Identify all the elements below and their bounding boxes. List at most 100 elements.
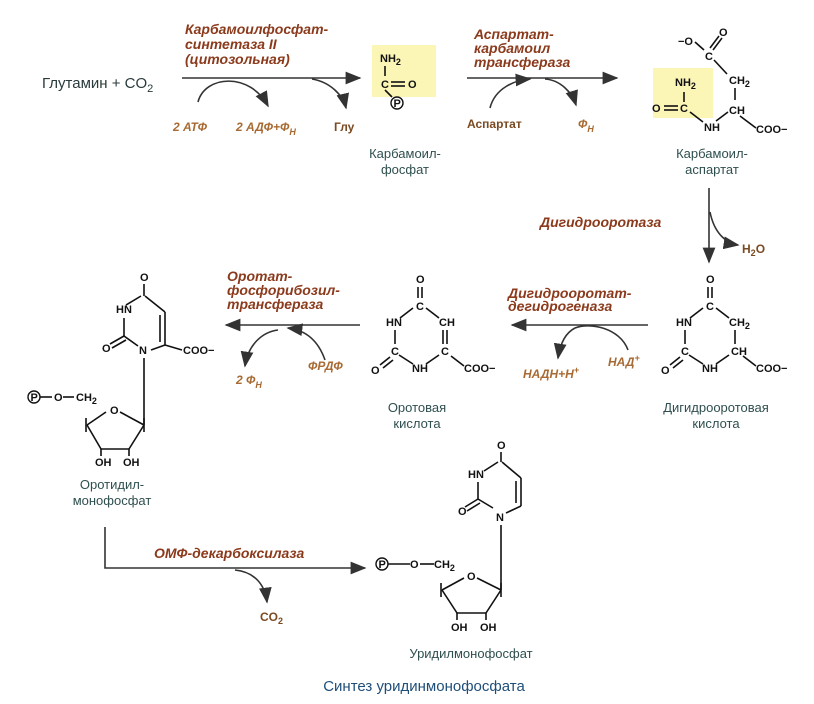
svg-text:C: C <box>681 346 689 358</box>
svg-text:O: O <box>410 559 419 571</box>
enzyme-dihydroorotase: Дигидрооротаза <box>539 214 661 230</box>
cofactor-arrow-nad <box>553 325 629 360</box>
product-label-line1: Оротидил- <box>80 477 144 492</box>
svg-text:C: C <box>441 346 449 358</box>
svg-text:COO−: COO− <box>183 345 214 357</box>
product-label-line1: Дигидрооротовая <box>663 400 769 415</box>
svg-text:OH: OH <box>123 457 140 469</box>
substrate-glutamine-co2: Глутамин + CO2 <box>42 75 153 95</box>
svg-text:O: O <box>652 103 661 115</box>
svg-text:HN: HN <box>676 317 692 329</box>
svg-text:C: C <box>705 51 713 63</box>
product-label-line2: монофосфат <box>73 493 152 508</box>
highlight-box <box>372 45 436 97</box>
svg-text:CH: CH <box>731 346 747 358</box>
svg-text:HN: HN <box>386 317 402 329</box>
svg-text:P: P <box>394 98 401 110</box>
cofactor-arrow-atp <box>197 80 269 108</box>
svg-text:O: O <box>416 274 425 286</box>
svg-text:N: N <box>139 345 147 357</box>
svg-text:O: O <box>706 274 715 286</box>
glutamine-co2-label: Глутамин + CO2 <box>42 75 153 95</box>
product-label-line2: кислота <box>692 416 740 431</box>
cofactor-prpp: ФРДФ <box>308 359 343 373</box>
cofactor-glu: Глу <box>334 120 355 134</box>
enzyme-label-line2: карбамоил <box>474 40 551 56</box>
enzyme-cps2: Карбамоилфосфат- синтетаза II (цитозольн… <box>185 21 329 67</box>
svg-text:O: O <box>54 392 63 404</box>
product-label-line2: фосфат <box>381 162 429 177</box>
svg-text:OH: OH <box>451 622 468 634</box>
svg-text:−O: −O <box>678 36 693 48</box>
svg-text:CH: CH <box>439 317 455 329</box>
svg-text:HN: HN <box>116 304 132 316</box>
product-label-line1: Карбамоил- <box>369 146 441 161</box>
cofactor-h2o: H2O <box>742 242 765 258</box>
enzyme-label-line2: дегидрогеназа <box>508 298 613 314</box>
svg-text:NH: NH <box>412 363 428 375</box>
svg-text:O: O <box>110 405 119 417</box>
svg-text:C: C <box>416 301 424 313</box>
svg-text:NH: NH <box>704 122 720 134</box>
enzyme-atcase: Аспартат- карбамоил трансфераза <box>473 26 570 70</box>
cofactor-atp: 2 АТФ <box>172 120 208 134</box>
enzyme-label-line1: Оротат- <box>227 268 293 284</box>
svg-text:O: O <box>408 79 417 91</box>
cofactor-arrow-2pi <box>240 329 279 368</box>
svg-text:O: O <box>102 343 111 355</box>
svg-text:CH: CH <box>729 105 745 117</box>
highlight-box <box>653 68 713 118</box>
svg-text:CH2: CH2 <box>76 392 97 406</box>
cofactor-arrow-glu <box>311 78 349 110</box>
cofactor-arrow-h2o <box>709 211 740 250</box>
svg-text:COO−: COO− <box>464 363 495 375</box>
svg-text:COO−: COO− <box>756 124 787 136</box>
product-label-ump: Уридилмонофосфат <box>409 646 532 661</box>
svg-text:CH2: CH2 <box>434 559 455 573</box>
cofactor-arrow-aspartate <box>489 73 532 109</box>
svg-text:C: C <box>680 103 688 115</box>
svg-text:O: O <box>661 365 670 377</box>
molecule-omp: O HN O N COO− P O CH2 O OH OH <box>27 272 214 469</box>
cofactor-arrow-prpp <box>286 323 326 361</box>
svg-text:P: P <box>31 392 38 404</box>
enzyme-label-line3: трансфераза <box>227 296 323 312</box>
phosphate-icon <box>390 96 404 110</box>
svg-text:C: C <box>391 346 399 358</box>
cofactor-co2: CO2 <box>260 610 283 626</box>
enzyme-label-line2: фосфорибозил- <box>227 282 340 298</box>
cofactor-nad: НАД+ <box>608 353 640 369</box>
svg-text:NH2: NH2 <box>380 53 401 67</box>
svg-text:OH: OH <box>95 457 112 469</box>
cofactor-aspartate: Аспартат <box>467 117 522 131</box>
svg-text:CH2: CH2 <box>729 75 750 89</box>
svg-text:O: O <box>140 272 149 284</box>
svg-text:N: N <box>496 512 504 524</box>
svg-text:O: O <box>497 440 506 452</box>
cofactor-pi: ФН <box>578 117 594 134</box>
figure-caption: Синтез уридинмонофосфата <box>323 678 525 695</box>
svg-text:O: O <box>458 506 467 518</box>
svg-text:O: O <box>467 571 476 583</box>
enzyme-label-line2: синтетаза II <box>185 36 278 52</box>
cofactor-2pi: 2 ФН <box>235 373 262 390</box>
cofactor-arrow-pi <box>544 78 578 107</box>
svg-text:C: C <box>706 301 714 313</box>
enzyme-label-line1: Аспартат- <box>473 26 554 42</box>
enzyme-oprt: Оротат- фосфорибозил- трансфераза <box>227 268 340 312</box>
cofactor-adp-pi: 2 АДФ+ФН <box>235 120 296 137</box>
svg-text:NH2: NH2 <box>675 77 696 91</box>
svg-text:NH: NH <box>702 363 718 375</box>
molecule-dihydroorotic-acid: O C HN CH2 C CH NH O COO− <box>661 274 787 377</box>
svg-text:O: O <box>371 365 380 377</box>
enzyme-label-line1: Карбамоилфосфат- <box>185 21 329 37</box>
product-label-line2: кислота <box>393 416 441 431</box>
product-label-line1: Карбамоил- <box>676 146 748 161</box>
product-label-line2: аспартат <box>685 162 739 177</box>
enzyme-label-line3: (цитозольная) <box>185 51 290 67</box>
cofactor-arrow-co2 <box>234 569 272 604</box>
reaction-arrow-6 <box>104 527 367 575</box>
enzyme-omp-decarboxylase: ОМФ-декарбоксилаза <box>154 545 304 561</box>
molecule-carbamoyl-phosphate: NH2 C O P <box>372 45 436 110</box>
